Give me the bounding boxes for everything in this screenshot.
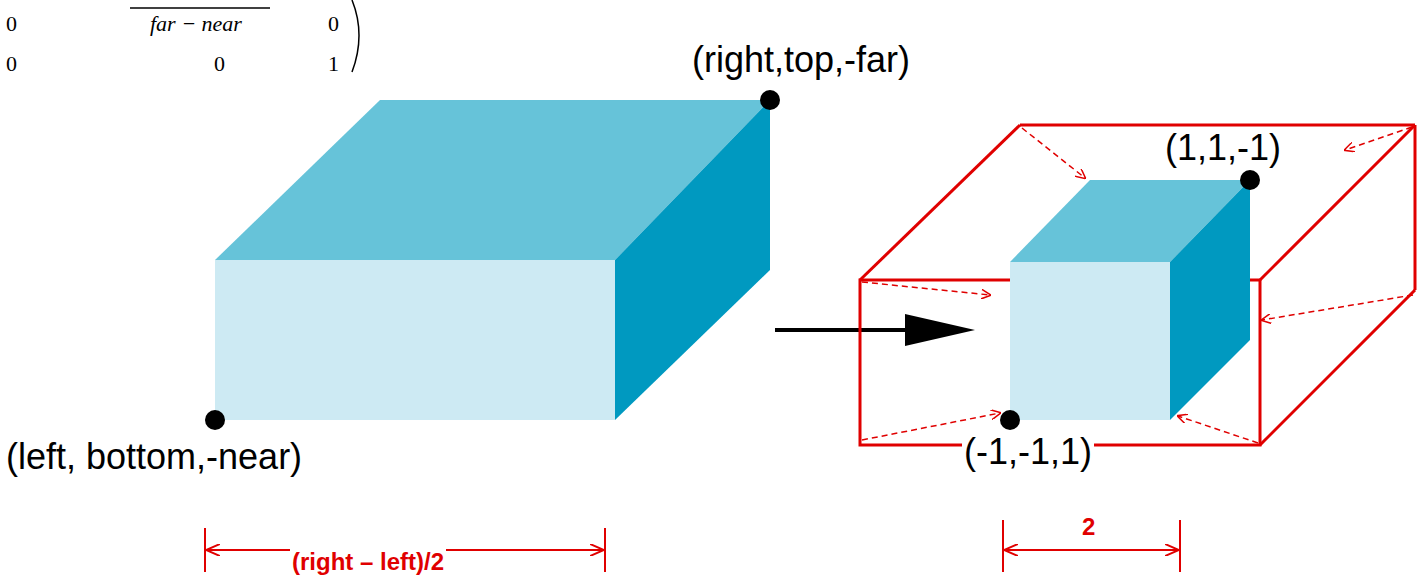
matrix-entry: 0 xyxy=(212,52,227,76)
matrix-entry: 1 xyxy=(326,52,341,76)
transform-arrow xyxy=(775,314,975,346)
dimension-label: (right – left)/2 xyxy=(290,549,446,575)
matrix-fragment xyxy=(130,0,359,72)
corner-coordinate: (-1,-1,1) xyxy=(962,432,1094,472)
dimension-label: 2 xyxy=(1080,514,1097,540)
matrix-denominator: far − near xyxy=(148,12,244,36)
scaled-outline xyxy=(860,125,1415,445)
canonical-cube xyxy=(1000,170,1260,430)
matrix-entry: 0 xyxy=(326,12,341,36)
corner-coordinate: (right,top,-far) xyxy=(690,40,912,80)
shrink-arrows xyxy=(862,127,1413,443)
corner-coordinate: (1,1,-1) xyxy=(1163,128,1283,168)
view-volume-box xyxy=(205,90,780,430)
matrix-entry: 0 xyxy=(4,52,19,76)
matrix-entry: 0 xyxy=(4,12,19,36)
corner-coordinate: (left, bottom,-near) xyxy=(4,437,304,477)
